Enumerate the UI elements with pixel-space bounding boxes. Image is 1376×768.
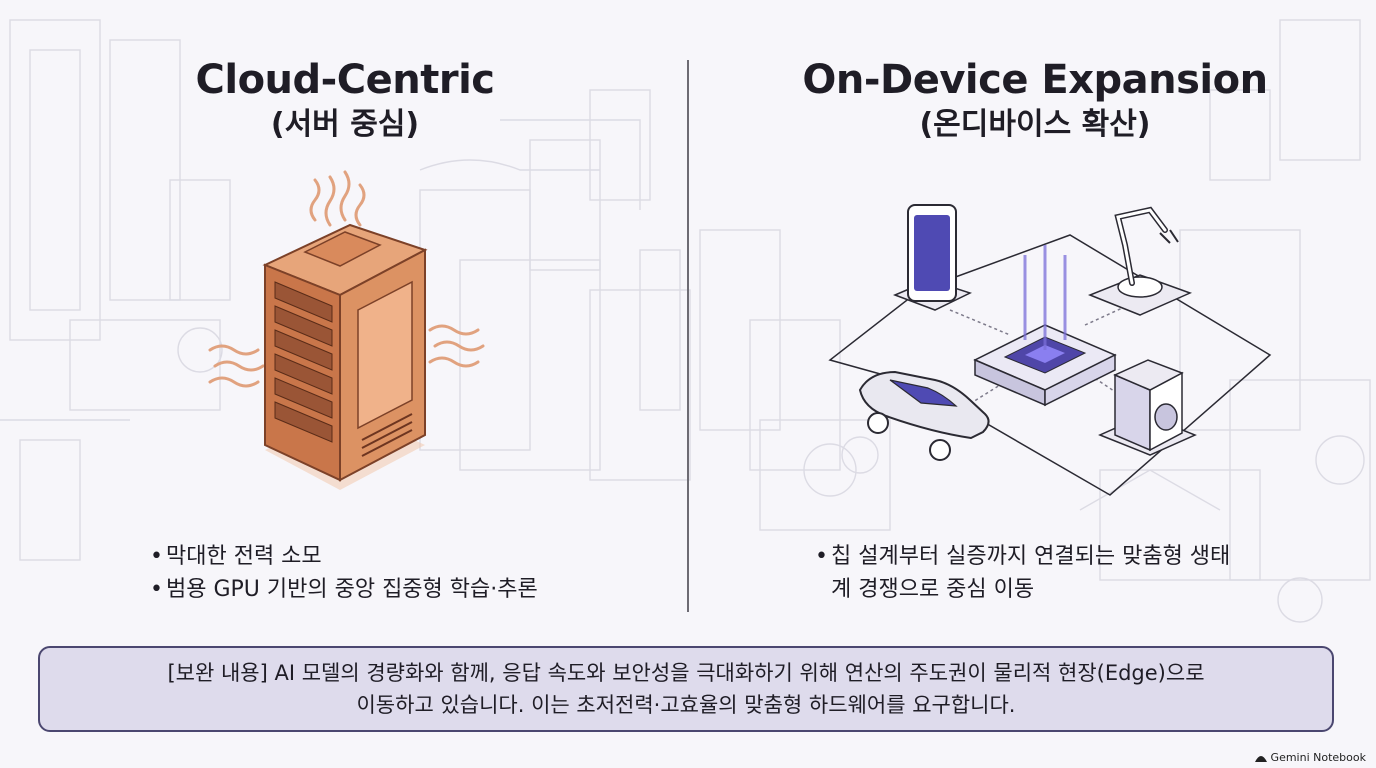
- ai-chip-icon: [973, 245, 1117, 407]
- note-line: 이동하고 있습니다. 이는 초저전력·고효율의 맞춤형 하드웨어를 요구합니다.: [356, 693, 1016, 717]
- left-bullet-list: 막대한 전력 소모 범용 GPU 기반의 중앙 집중형 학습·추론: [150, 540, 650, 606]
- right-bullet-list: 칩 설계부터 실증까지 연결되는 맞춤형 생태계 경쟁으로 중심 이동: [815, 540, 1235, 606]
- washing-machine-icon: [1098, 359, 1197, 456]
- robot-arm-icon: [1087, 206, 1193, 316]
- left-bullet-item: 막대한 전력 소모: [150, 540, 650, 573]
- left-title: Cloud-Centric: [195, 57, 496, 103]
- note-line: [보완 내용] AI 모델의 경량화와 함께, 응답 속도와 보안성을 극대화하…: [167, 661, 1205, 685]
- left-subtitle: (서버 중심): [270, 107, 420, 142]
- right-bullet-item: 칩 설계부터 실증까지 연결되는 맞춤형 생태계 경쟁으로 중심 이동: [815, 540, 1235, 606]
- brand-watermark: Gemini Notebook: [1254, 751, 1366, 764]
- brand-logo-icon: [1254, 755, 1267, 762]
- server-rack-icon: [208, 170, 485, 490]
- right-title: On-Device Expansion: [802, 57, 1268, 103]
- left-column-heading: Cloud-Centric (서버 중심): [140, 58, 550, 141]
- right-subtitle: (온디바이스 확산): [919, 107, 1151, 142]
- heat-wave-icon: [208, 170, 485, 388]
- supplement-note: [보완 내용] AI 모델의 경량화와 함께, 응답 속도와 보안성을 극대화하…: [38, 646, 1334, 732]
- car-icon: [858, 370, 990, 461]
- edge-device-network: [828, 204, 1272, 496]
- left-bullet-item: 범용 GPU 기반의 중앙 집중형 학습·추론: [150, 573, 650, 606]
- smartphone-icon: [892, 204, 973, 311]
- column-divider: [687, 60, 689, 612]
- right-column-heading: On-Device Expansion (온디바이스 확산): [760, 58, 1310, 141]
- brand-label: Gemini Notebook: [1270, 751, 1366, 764]
